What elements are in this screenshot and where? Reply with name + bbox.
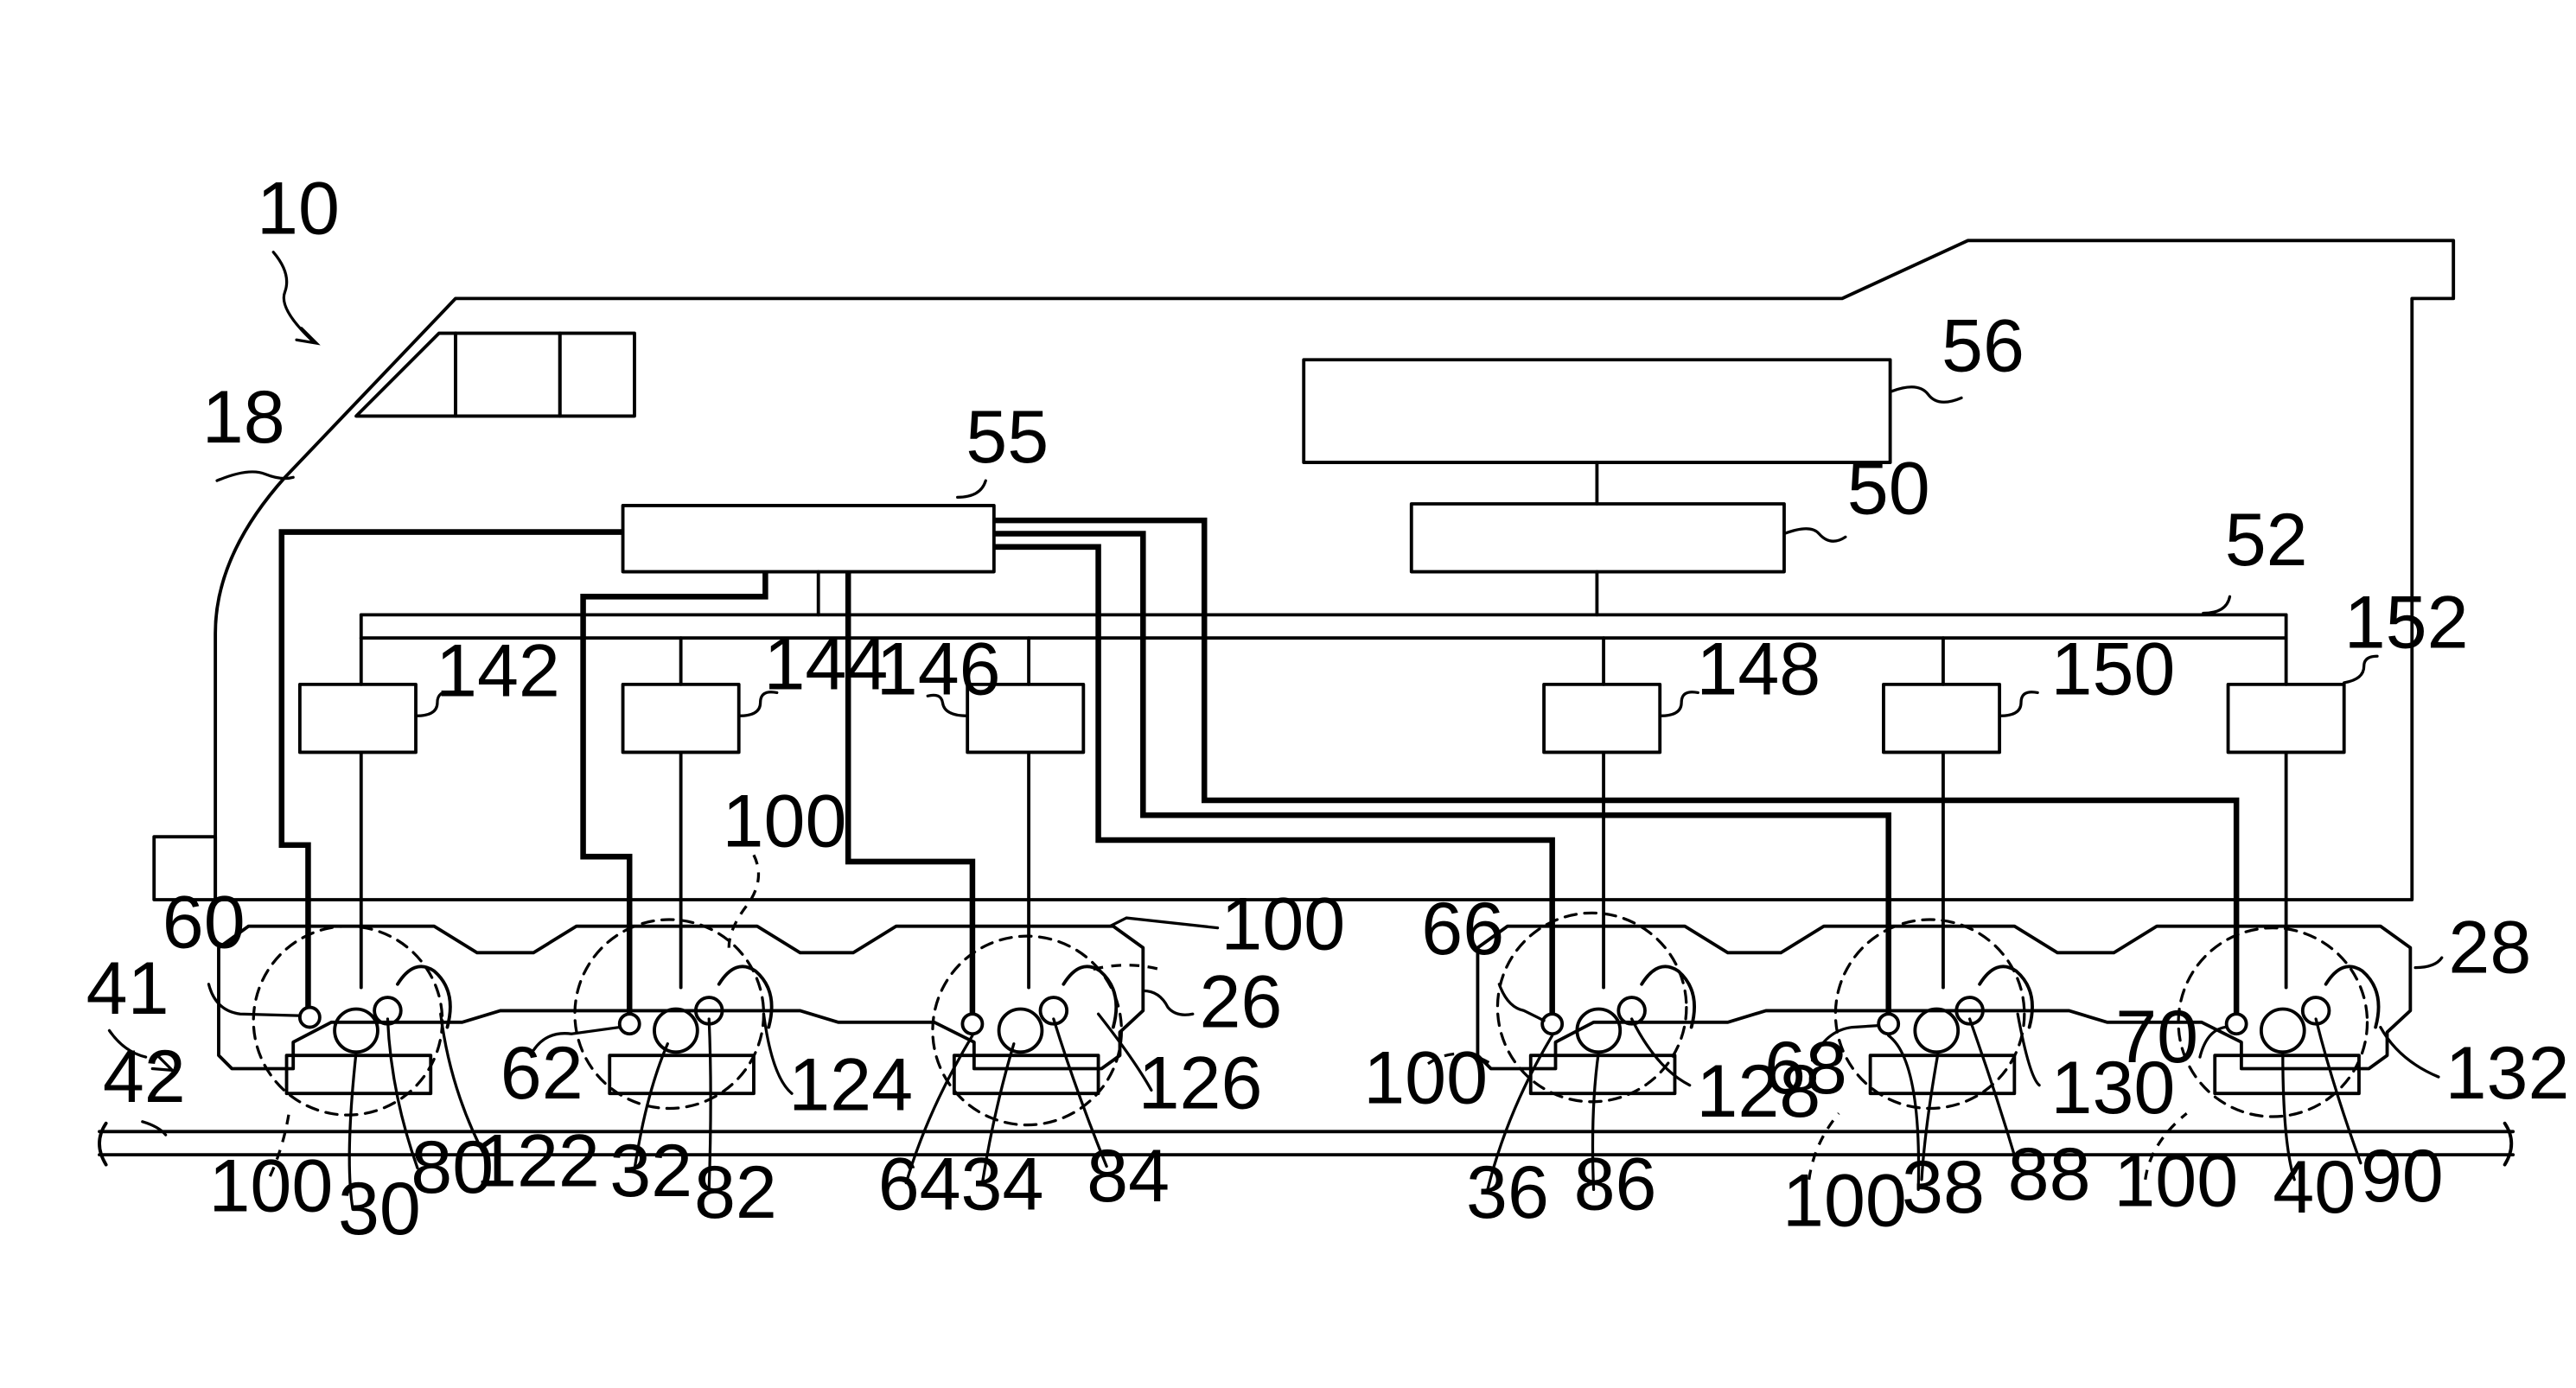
label-88: 88	[2008, 1133, 2091, 1216]
control-system-box	[623, 506, 994, 572]
label-10: 10	[257, 168, 340, 251]
label-28: 28	[2448, 906, 2531, 989]
label-122: 122	[475, 1120, 600, 1203]
label-55: 55	[966, 396, 1049, 479]
label-100-d: 100	[208, 1144, 333, 1227]
label-100-e: 100	[1782, 1160, 1907, 1243]
label-52: 52	[2225, 499, 2308, 582]
inverter-148	[1544, 684, 1660, 753]
label-18: 18	[202, 376, 285, 459]
power-source-box	[1304, 360, 1890, 462]
label-70: 70	[2115, 996, 2198, 1079]
label-32: 32	[609, 1130, 692, 1213]
label-82: 82	[694, 1151, 777, 1234]
label-148: 148	[1696, 627, 1820, 710]
inverter-150	[1884, 684, 1999, 753]
label-100-f: 100	[2114, 1140, 2238, 1223]
label-86: 86	[1574, 1143, 1657, 1226]
label-150: 150	[2051, 627, 2176, 710]
label-126: 126	[1138, 1041, 1263, 1124]
reference-labels: 10 18 55 56 50 52 142 144 146 148 150 15…	[86, 168, 2570, 1251]
label-26: 26	[1199, 961, 1282, 1044]
label-40: 40	[2273, 1146, 2356, 1229]
label-146: 146	[877, 627, 1001, 710]
cab-window-front	[356, 334, 456, 417]
label-84: 84	[1087, 1135, 1170, 1218]
label-62: 62	[501, 1032, 583, 1115]
label-66: 66	[1421, 888, 1504, 971]
label-90: 90	[2361, 1135, 2444, 1218]
inverter-142	[300, 684, 416, 753]
cab-window-rear	[560, 334, 634, 417]
label-144: 144	[763, 623, 888, 706]
label-100-b: 100	[1221, 882, 1345, 965]
label-42: 42	[103, 1035, 186, 1118]
inverter-144	[623, 684, 739, 753]
converter-box	[1412, 504, 1784, 572]
label-142: 142	[436, 629, 560, 712]
label-68: 68	[1764, 1027, 1847, 1110]
label-100-a: 100	[723, 780, 847, 863]
label-132: 132	[2445, 1032, 2570, 1115]
label-36: 36	[1466, 1151, 1549, 1234]
label-34: 34	[961, 1143, 1044, 1226]
label-152: 152	[2344, 582, 2469, 665]
label-50: 50	[1847, 447, 1930, 530]
label-124: 124	[788, 1043, 913, 1126]
label-30: 30	[338, 1168, 421, 1251]
label-41: 41	[86, 947, 169, 1030]
inverter-152	[2228, 684, 2344, 753]
label-56: 56	[1942, 305, 2024, 388]
label-64: 64	[878, 1143, 961, 1226]
label-60: 60	[163, 882, 245, 965]
label-100-c: 100	[1363, 1037, 1488, 1120]
label-38: 38	[1902, 1146, 1985, 1229]
cab-window-middle	[456, 334, 560, 417]
